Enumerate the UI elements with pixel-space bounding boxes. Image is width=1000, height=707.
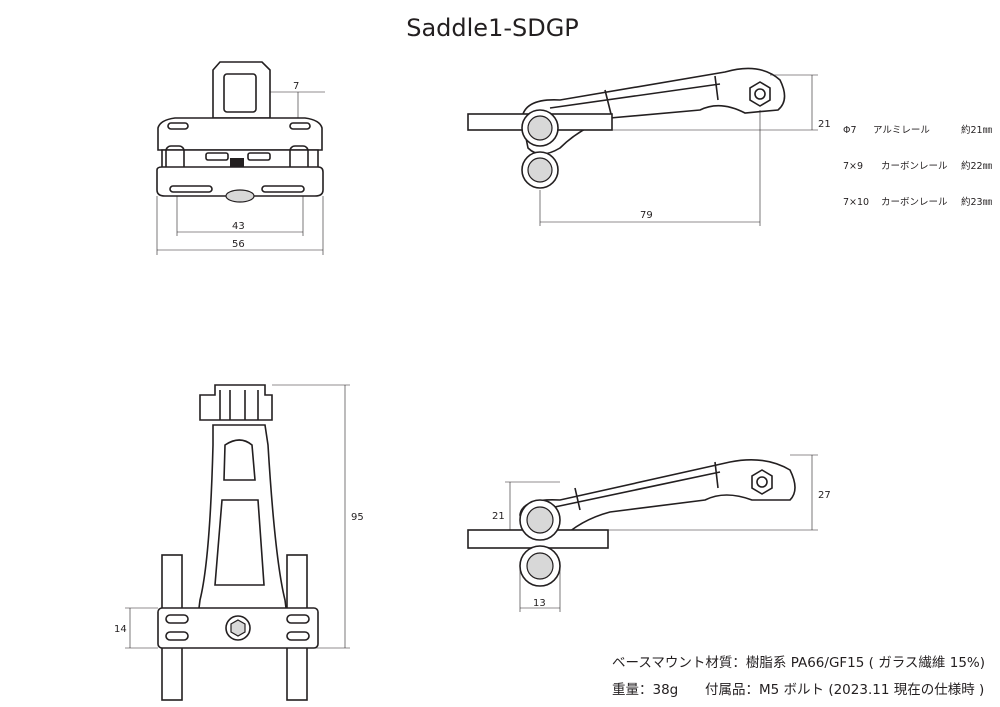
material-spec: ベースマウント材質：樹脂系 PA66/GF15 ( ガラス繊維 15%) xyxy=(612,655,985,671)
dimension-43: 43 xyxy=(232,221,245,232)
weight-spec: 重量：38g xyxy=(612,682,679,698)
top-view: 95 14 xyxy=(114,384,364,701)
rail-note-row: 7×9 カーボンレール 約22㎜ xyxy=(843,161,992,173)
rail-size: 7×10 xyxy=(843,197,870,208)
rail-note-row: 7×10 カーボンレール 約23㎜ xyxy=(843,197,992,209)
side-view: 21 79 xyxy=(467,67,831,226)
rail-note-row: Φ7 アルミレール 約21㎜ xyxy=(843,125,992,137)
rail-height: 約23㎜ xyxy=(961,197,993,208)
side-view-2: 21 27 13 xyxy=(467,454,831,612)
dimension-21: 21 xyxy=(818,119,831,130)
rail-type: カーボンレール xyxy=(881,161,948,172)
accessory-spec: 付属品：M5 ボルト (2023.11 現在の仕様時 ) xyxy=(705,682,985,698)
rail-size: Φ7 xyxy=(843,125,857,136)
dimension-27: 27 xyxy=(818,490,831,501)
rail-height: 約22㎜ xyxy=(961,161,993,172)
rail-type: カーボンレール xyxy=(881,197,948,208)
dimension-95: 95 xyxy=(351,512,364,523)
dimension-13: 13 xyxy=(533,598,546,609)
dimension-79: 79 xyxy=(640,210,653,221)
front-view: 7 43 56 xyxy=(156,61,325,255)
rail-height: 約21㎜ xyxy=(961,125,993,136)
dimension-7: 7 xyxy=(293,81,299,92)
rail-type: アルミレール xyxy=(873,125,930,136)
dimension-21-small: 21 xyxy=(492,511,505,522)
drawing-title: Saddle1-SDGP xyxy=(406,14,579,42)
rail-size: 7×9 xyxy=(843,161,864,172)
dimension-14: 14 xyxy=(114,624,127,635)
dimension-56: 56 xyxy=(232,239,245,250)
